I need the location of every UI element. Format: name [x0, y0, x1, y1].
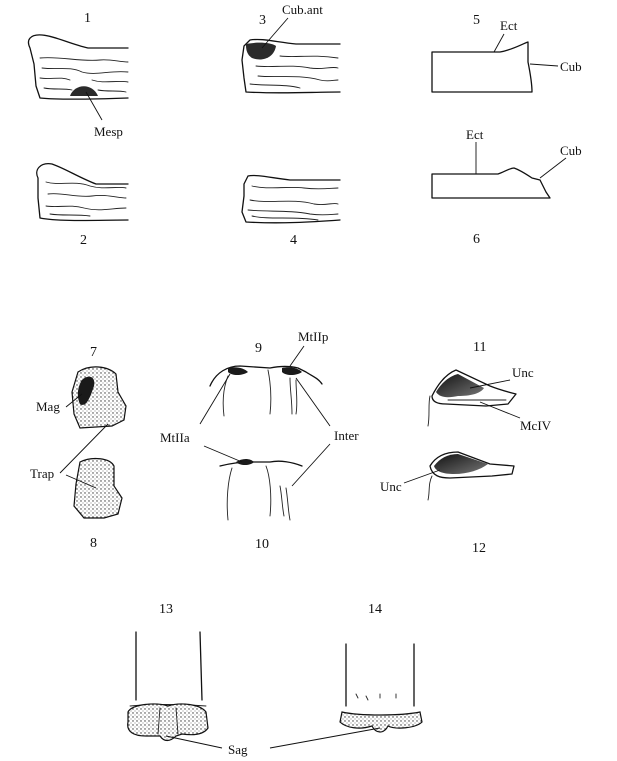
figure-10 — [220, 459, 302, 520]
figure-number-1: 1 — [84, 11, 91, 26]
bone-8 — [74, 459, 122, 518]
label-mag: Mag — [36, 399, 60, 414]
figure-2 — [37, 164, 128, 221]
label-cub-5: Cub — [560, 59, 582, 74]
label-mtiia: MtIIa — [160, 430, 190, 445]
figure-numbers: 1 2 3 4 5 6 7 8 9 10 11 12 13 14 — [80, 11, 486, 617]
figure-5 — [432, 42, 532, 92]
figure-number-3: 3 — [259, 13, 266, 28]
figure-number-7: 7 — [90, 345, 97, 360]
figure-8 — [74, 459, 122, 518]
figure-4 — [242, 175, 340, 222]
figure-14 — [340, 644, 422, 732]
label-unc-11: Unc — [512, 365, 534, 380]
label-mtiip: MtIIp — [298, 329, 328, 344]
bone-outline-2 — [37, 164, 128, 221]
figure-number-10: 10 — [255, 537, 269, 552]
label-cub-ant: Cub.ant — [282, 2, 323, 17]
bone-outline-4 — [242, 175, 340, 222]
figure-number-12: 12 — [472, 541, 486, 556]
figure-number-11: 11 — [473, 340, 486, 355]
figure-number-2: 2 — [80, 233, 87, 248]
figure-11 — [428, 370, 516, 426]
figure-1 — [29, 35, 129, 99]
label-trap: Trap — [30, 466, 54, 481]
figure-number-6: 6 — [473, 232, 480, 247]
label-mesp: Mesp — [94, 124, 123, 139]
mtiia-facet-10 — [236, 459, 254, 465]
figure-number-5: 5 — [473, 13, 480, 28]
figure-13 — [128, 632, 208, 741]
condyle-13 — [128, 704, 208, 741]
figure-6 — [432, 168, 550, 198]
figure-number-8: 8 — [90, 536, 97, 551]
figure-12 — [428, 452, 514, 500]
label-unc-12: Unc — [380, 479, 402, 494]
cub-ant-facet — [246, 43, 276, 60]
label-mciv: McIV — [520, 418, 552, 433]
block-outline-5 — [432, 42, 532, 92]
label-cub-6: Cub — [560, 143, 582, 158]
figure-number-14: 14 — [368, 602, 382, 617]
block-outline-6 — [432, 168, 550, 198]
mesp-facet — [70, 86, 98, 96]
figure-number-9: 9 — [255, 341, 262, 356]
label-ect-6: Ect — [466, 127, 484, 142]
label-ect-5: Ect — [500, 18, 518, 33]
figure-number-13: 13 — [159, 602, 173, 617]
unc-facet-11 — [436, 374, 484, 397]
label-inter: Inter — [334, 428, 359, 443]
condyle-14 — [340, 712, 422, 732]
mtiia-facet-9 — [228, 367, 248, 375]
figure-3 — [242, 39, 340, 92]
figure-number-4: 4 — [290, 233, 297, 248]
label-sag: Sag — [228, 742, 248, 757]
figure-7 — [72, 367, 126, 428]
unc-facet-12 — [434, 454, 488, 474]
